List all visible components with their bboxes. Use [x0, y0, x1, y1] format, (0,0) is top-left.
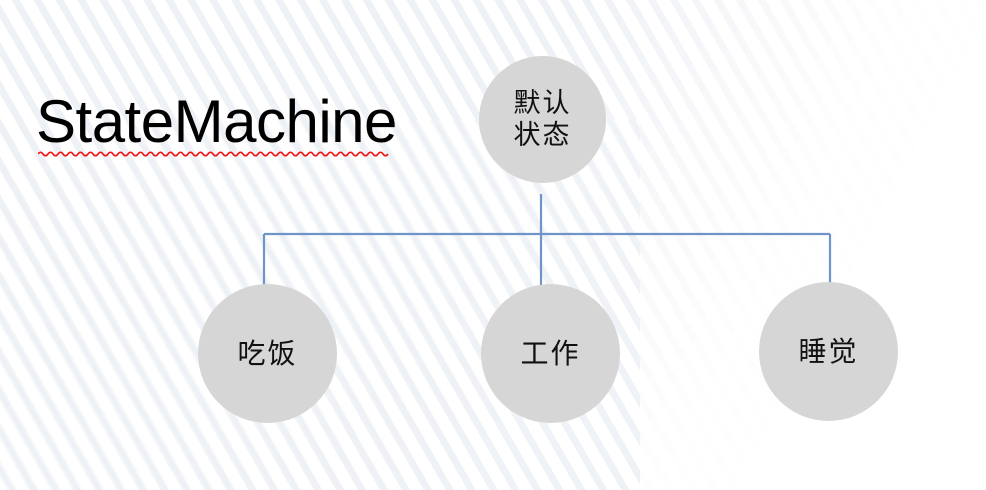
state-node-default-label: 默认 状态 — [513, 87, 572, 151]
state-node-eat-label: 吃饭 — [237, 336, 298, 370]
state-node-work-label: 工作 — [520, 336, 581, 370]
state-node-work[interactable]: 工作 — [481, 284, 620, 423]
state-node-sleep-label: 睡觉 — [798, 334, 859, 368]
page-title: StateMachine — [36, 88, 397, 155]
state-node-eat[interactable]: 吃饭 — [198, 284, 337, 423]
state-node-sleep[interactable]: 睡觉 — [759, 282, 898, 421]
state-node-default[interactable]: 默认 状态 — [479, 56, 606, 183]
